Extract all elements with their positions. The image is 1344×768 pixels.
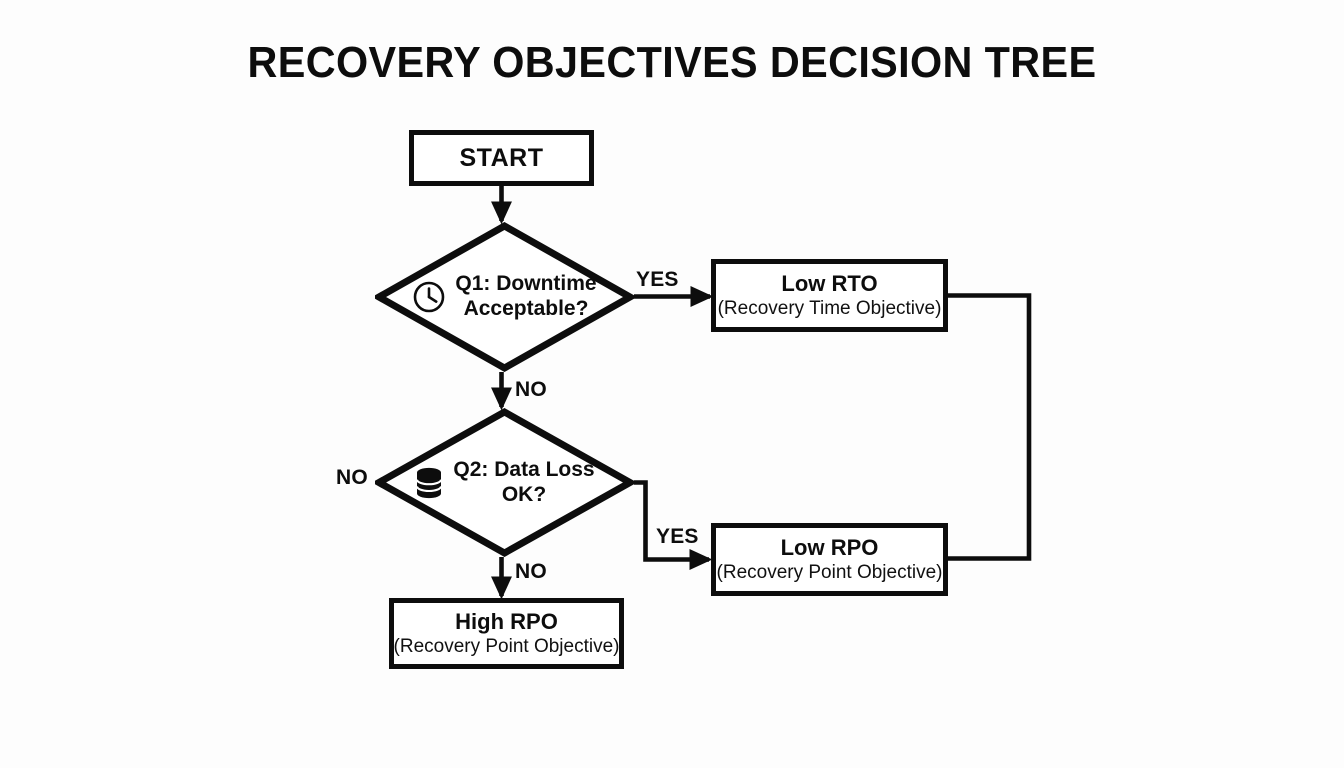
node-low-rpo[interactable]: Low RPO (Recovery Point Objective) (711, 523, 948, 596)
node-q2-text: Q2: Data Loss OK? (453, 458, 594, 508)
node-low-rpo-subtitle: (Recovery Point Objective) (716, 562, 943, 584)
node-low-rto-subtitle: (Recovery Time Objective) (717, 298, 942, 320)
edge-label-q2-no: NO (515, 560, 547, 583)
node-q1-line2: Acceptable? (463, 297, 589, 320)
node-low-rto-title: Low RTO (781, 270, 878, 296)
diamond-shape-q2 (375, 408, 634, 557)
node-q1-downtime-acceptable[interactable]: Q1: Downtime Acceptable? (375, 222, 634, 372)
edge-label-q2-yes: YES (656, 525, 699, 548)
node-q1-text: Q1: Downtime Acceptable? (455, 272, 596, 322)
diamond-shape-q1 (375, 222, 634, 372)
edge-label-q1-no: NO (515, 378, 547, 401)
node-q1-line1: Q1: Downtime (455, 272, 597, 296)
node-start[interactable]: START (409, 130, 594, 186)
node-low-rpo-title: Low RPO (780, 534, 879, 560)
node-q2-line1: Q2: Data Loss (453, 457, 595, 481)
edge-label-q1-yes: YES (636, 268, 679, 291)
node-q2-data-loss-ok[interactable]: Q2: Data Loss OK? (375, 408, 634, 557)
node-start-label: START (459, 144, 544, 172)
clock-icon (414, 281, 445, 313)
edge-low-rto-to-low-rpo (948, 293, 1032, 561)
database-icon (416, 467, 443, 498)
node-q1-content: Q1: Downtime Acceptable? (375, 222, 634, 372)
edge-label-q2-left-no: NO (336, 466, 368, 489)
node-q2-content: Q2: Data Loss OK? (375, 408, 634, 557)
node-q2-line2: OK? (501, 482, 547, 506)
node-low-rto[interactable]: Low RTO (Recovery Time Objective) (711, 259, 948, 332)
node-high-rpo[interactable]: High RPO (Recovery Point Objective) (389, 598, 624, 669)
page-title: RECOVERY OBJECTIVES DECISION TREE (247, 38, 1097, 87)
node-high-rpo-title: High RPO (455, 608, 558, 634)
node-high-rpo-subtitle: (Recovery Point Objective) (393, 636, 620, 658)
